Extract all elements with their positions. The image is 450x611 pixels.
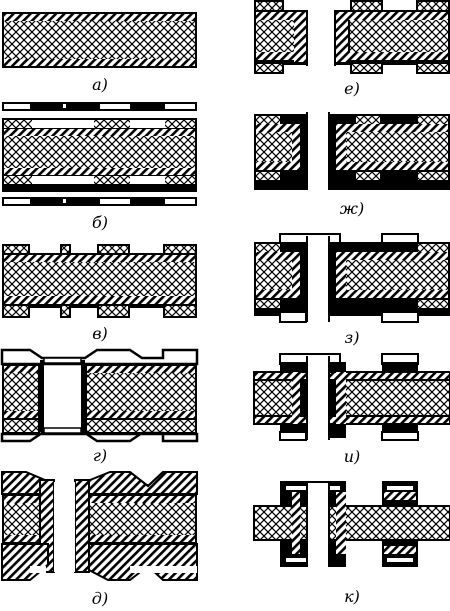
- panel-z: [254, 233, 450, 323]
- label-z: з): [345, 328, 360, 347]
- label-zh: ж): [340, 199, 364, 218]
- label-a: а): [92, 75, 108, 94]
- label-g: г): [93, 446, 107, 465]
- label-i: и): [344, 447, 361, 466]
- top-photomask: [2, 102, 197, 111]
- panel-e: [254, 0, 450, 74]
- panel-a: [2, 12, 197, 68]
- panel-d: [1, 471, 198, 581]
- label-k: к): [344, 587, 360, 606]
- label-b: б): [92, 213, 108, 232]
- panel-k: [253, 481, 450, 567]
- label-v: в): [92, 324, 108, 343]
- panel-g: [0, 348, 199, 443]
- panel-b: [2, 102, 197, 206]
- bottom-photomask: [2, 197, 197, 206]
- label-d: д): [92, 589, 108, 608]
- label-e: е): [344, 79, 360, 98]
- panel-zh: [254, 112, 450, 190]
- panel-v: [2, 244, 197, 318]
- panel-i: [253, 353, 450, 441]
